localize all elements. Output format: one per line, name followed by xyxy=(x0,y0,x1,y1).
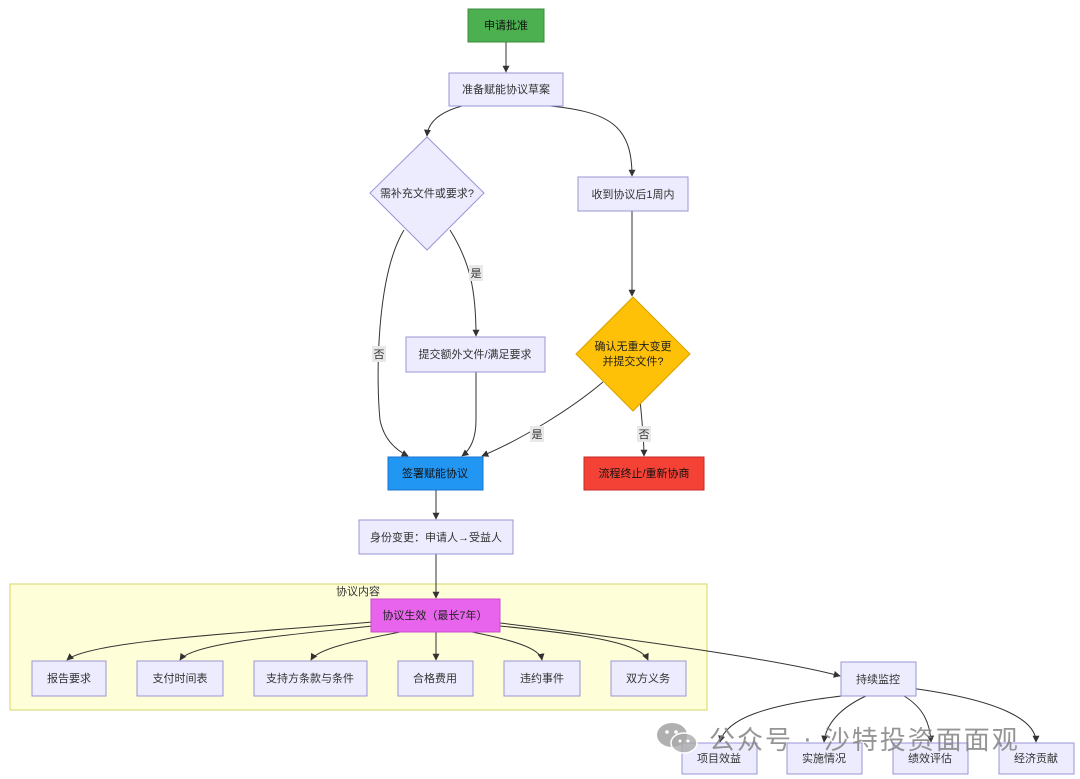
svg-text:否: 否 xyxy=(374,349,385,361)
edge-effect-support xyxy=(310,631,401,661)
node-confirm-decision[interactable]: 确认无重大变更 并提交文件? xyxy=(575,296,691,412)
edge-label-confirm-terminate-no: 否 xyxy=(637,426,651,442)
svg-text:是: 是 xyxy=(471,267,482,280)
edge-effect-payment xyxy=(179,625,373,661)
node-submit-extra[interactable]: 提交额外文件/满足要求 xyxy=(405,336,546,373)
edge-submit-sign xyxy=(461,372,477,457)
node-effect[interactable]: 协议生效（最长7年） xyxy=(370,598,501,633)
edge-effect-report xyxy=(66,621,373,661)
node-payment[interactable]: 支付时间表 xyxy=(136,660,224,697)
node-apply[interactable]: 申请批准 xyxy=(467,8,545,43)
svg-text:签署赋能协议: 签署赋能协议 xyxy=(402,466,468,480)
svg-text:提交额外文件/满足要求: 提交额外文件/满足要求 xyxy=(418,347,531,361)
node-need-decision[interactable]: 需补充文件或要求? xyxy=(369,136,485,251)
svg-text:违约事件: 违约事件 xyxy=(520,672,564,685)
node-terminate[interactable]: 流程终止/重新协商 xyxy=(583,456,705,491)
svg-text:是: 是 xyxy=(532,428,543,441)
svg-text:持续监控: 持续监控 xyxy=(856,672,900,686)
svg-text:支持方条款与条件: 支持方条款与条件 xyxy=(266,671,354,685)
node-monitor[interactable]: 持续监控 xyxy=(840,661,917,697)
svg-text:经济贡献: 经济贡献 xyxy=(1014,751,1058,765)
svg-text:收到协议后1周内: 收到协议后1周内 xyxy=(591,187,674,201)
svg-text:双方义务: 双方义务 xyxy=(626,671,670,685)
edge-effect-monitor xyxy=(499,622,841,678)
node-report[interactable]: 报告要求 xyxy=(31,660,107,697)
edge-label-need-sign-no: 否 xyxy=(372,346,386,362)
edge-labels: 是 否 是 否 xyxy=(372,265,651,442)
svg-text:流程终止/重新协商: 流程终止/重新协商 xyxy=(598,466,689,480)
node-evaluate[interactable]: 绩效评估 xyxy=(892,742,969,775)
edge-need-submit xyxy=(449,229,480,337)
wechat-icon xyxy=(657,723,698,754)
node-sign[interactable]: 签署赋能协议 xyxy=(387,456,484,491)
edge-draft-within xyxy=(549,105,636,177)
edge-monitor-benefit xyxy=(718,693,861,743)
svg-text:需补充文件或要求?: 需补充文件或要求? xyxy=(380,186,474,200)
edge-effect-breach xyxy=(471,631,545,661)
node-breach[interactable]: 违约事件 xyxy=(503,660,581,697)
svg-text:准备赋能协议草案: 准备赋能协议草案 xyxy=(462,82,550,96)
watermark-text: 公众号 · 沙特投资面面观 xyxy=(709,725,1020,756)
edge-label-confirm-sign-yes: 是 xyxy=(530,426,544,442)
node-identity-change[interactable]: 身份变更：申请人→受益人 xyxy=(358,519,514,555)
svg-text:否: 否 xyxy=(639,429,650,441)
edge-monitor-economy xyxy=(909,687,1040,743)
edge-draft-need xyxy=(423,105,463,137)
edge-monitor-evaluate xyxy=(903,695,935,743)
node-within-week[interactable]: 收到协议后1周内 xyxy=(577,176,689,212)
svg-text:协议生效（最长7年）: 协议生效（最长7年） xyxy=(382,608,487,622)
svg-text:身份变更：申请人→受益人: 身份变更：申请人→受益人 xyxy=(370,530,502,544)
edge-label-need-submit-yes: 是 xyxy=(469,265,483,281)
svg-text:绩效评估: 绩效评估 xyxy=(908,751,952,765)
node-draft[interactable]: 准备赋能协议草案 xyxy=(448,72,564,107)
edges xyxy=(66,42,1040,743)
edge-need-sign xyxy=(377,229,409,457)
node-economy[interactable]: 经济贡献 xyxy=(998,742,1075,775)
svg-text:报告要求: 报告要求 xyxy=(47,671,91,685)
edge-effect-duties xyxy=(499,625,649,661)
cluster-label: 协议内容 xyxy=(336,584,380,598)
edge-confirm-sign xyxy=(481,381,604,457)
svg-text:确认无重大变更: 确认无重大变更 xyxy=(595,339,672,353)
svg-text:支付时间表: 支付时间表 xyxy=(153,671,208,685)
svg-text:合格费用: 合格费用 xyxy=(413,671,457,685)
node-support[interactable]: 支持方条款与条件 xyxy=(253,660,368,697)
svg-text:并提交文件?: 并提交文件? xyxy=(602,354,663,368)
node-implement[interactable]: 实施情况 xyxy=(786,742,863,775)
node-fees[interactable]: 合格费用 xyxy=(397,660,474,697)
node-duties[interactable]: 双方义务 xyxy=(610,660,687,697)
edge-monitor-implement xyxy=(821,695,867,743)
watermark: 公众号 · 沙特投资面面观 xyxy=(655,718,1020,758)
svg-text:项目效益: 项目效益 xyxy=(697,751,741,765)
svg-text:实施情况: 实施情况 xyxy=(802,751,846,765)
svg-text:申请批准: 申请批准 xyxy=(484,18,528,32)
